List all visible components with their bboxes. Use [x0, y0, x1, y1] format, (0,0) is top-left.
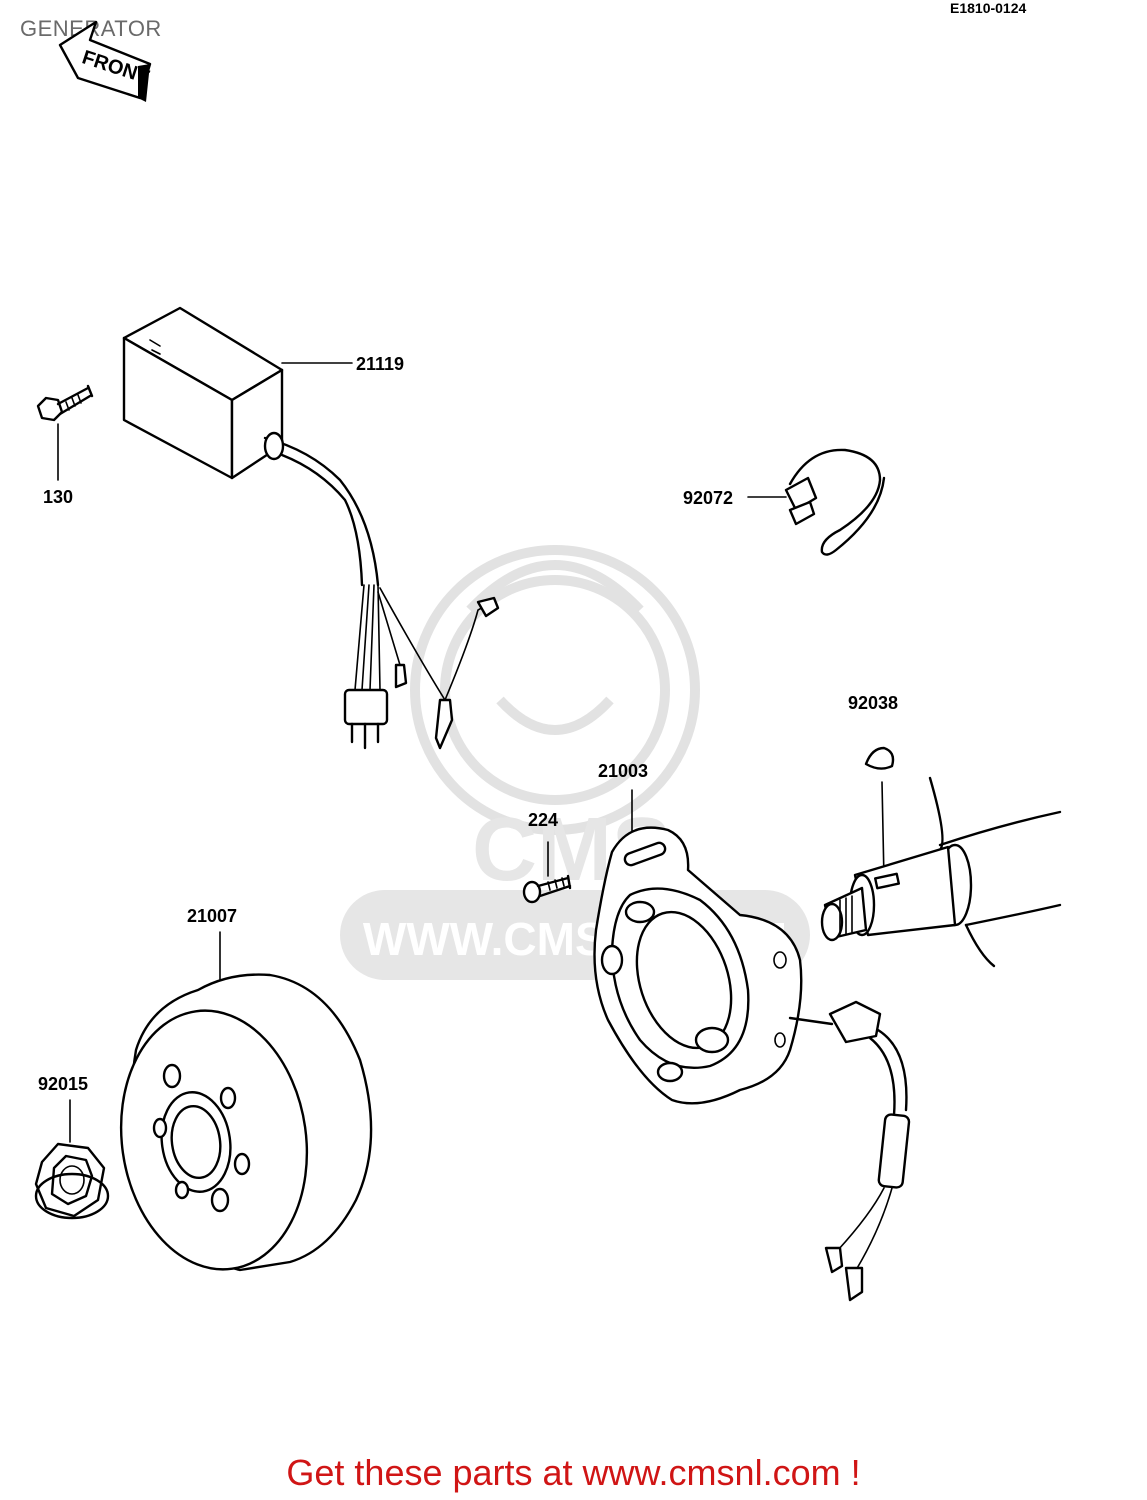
- exploded-parts-diagram: CMS WWW.CMSNL.COM FRONT: [34, 20, 1062, 1302]
- label-21119: 21119: [356, 354, 404, 374]
- label-92072: 92072: [683, 488, 733, 508]
- label-92038: 92038: [848, 693, 898, 713]
- cdi-unit-21119: 21119: [122, 306, 500, 750]
- footer-call-to-action[interactable]: Get these parts at www.cmsnl.com !: [286, 1452, 861, 1493]
- front-direction-badge: FRONT: [58, 20, 152, 102]
- crankshaft-end: [820, 776, 1062, 968]
- label-224: 224: [528, 810, 558, 830]
- flywheel-rotor-21007: 21007: [119, 906, 373, 1272]
- label-92015: 92015: [38, 1074, 88, 1094]
- stator-21003: 21003: [593, 761, 911, 1302]
- woodruff-key-92038: 92038: [848, 693, 898, 881]
- nut-92015: 92015: [34, 1074, 110, 1220]
- label-21007: 21007: [187, 906, 237, 926]
- screw-224: 224: [522, 810, 572, 904]
- label-21003: 21003: [598, 761, 648, 781]
- bolt-130: 130: [36, 384, 94, 507]
- clamp-92072: 92072: [683, 448, 886, 556]
- label-130: 130: [43, 487, 73, 507]
- diagram-reference-code: E1810-0124: [950, 0, 1027, 16]
